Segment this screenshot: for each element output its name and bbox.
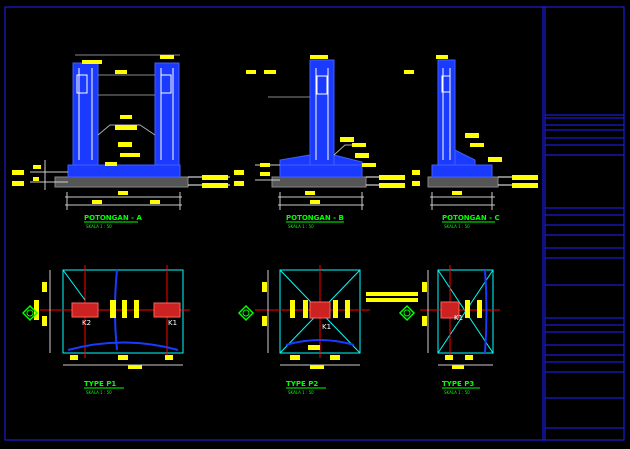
section-a-title-block: POTONGAN - A SKALA 1 : 50: [84, 214, 142, 229]
section-a-scale: SKALA 1 : 50: [86, 224, 112, 229]
section-c-drawing: [404, 55, 538, 210]
section-b-drawing: [234, 55, 405, 210]
section-a-drawing: [12, 54, 230, 210]
plan-p3-drawing: K1: [398, 265, 500, 369]
section-b-scale: SKALA 1 : 50: [288, 224, 314, 229]
plan-p2-title: TYPE P2: [286, 380, 318, 388]
plan-p3-title-block: TYPE P3 SKALA 1 : 50: [442, 380, 480, 395]
sheet-border: [4, 6, 625, 441]
plan-p2-drawing: K1: [237, 265, 418, 369]
section-c-scale: SKALA 1 : 50: [444, 224, 470, 229]
plan-p3-scale: SKALA 1 : 50: [444, 390, 470, 395]
section-c-title-block: POTONGAN - C SKALA 1 : 50: [442, 214, 500, 229]
title-block: [542, 7, 624, 440]
plan-p1-scale: SKALA 1 : 50: [86, 390, 112, 395]
section-b-title: POTONGAN - B: [286, 214, 344, 222]
p1-column-label-1: K2: [82, 319, 91, 327]
section-marker-p3-icon: [398, 304, 416, 322]
section-a-title: POTONGAN - A: [84, 214, 142, 222]
plan-p2-scale: SKALA 1 : 50: [288, 390, 314, 395]
p1-column-label-2: K1: [168, 319, 177, 327]
section-marker-p2-icon: [237, 304, 255, 322]
section-b-title-block: POTONGAN - B SKALA 1 : 50: [286, 214, 344, 229]
plan-p3-title: TYPE P3: [442, 380, 474, 388]
plan-p1-title-block: TYPE P1 SKALA 1 : 50: [84, 380, 124, 395]
p3-column-label: K1: [454, 314, 463, 322]
section-marker-p1-icon: [21, 304, 39, 322]
plan-p1-drawing: K2 K1: [21, 265, 190, 369]
p2-column-label: K1: [322, 323, 331, 331]
section-c-title: POTONGAN - C: [442, 214, 500, 222]
plan-p2-title-block: TYPE P2 SKALA 1 : 50: [286, 380, 326, 395]
plan-p1-title: TYPE P1: [84, 380, 116, 388]
